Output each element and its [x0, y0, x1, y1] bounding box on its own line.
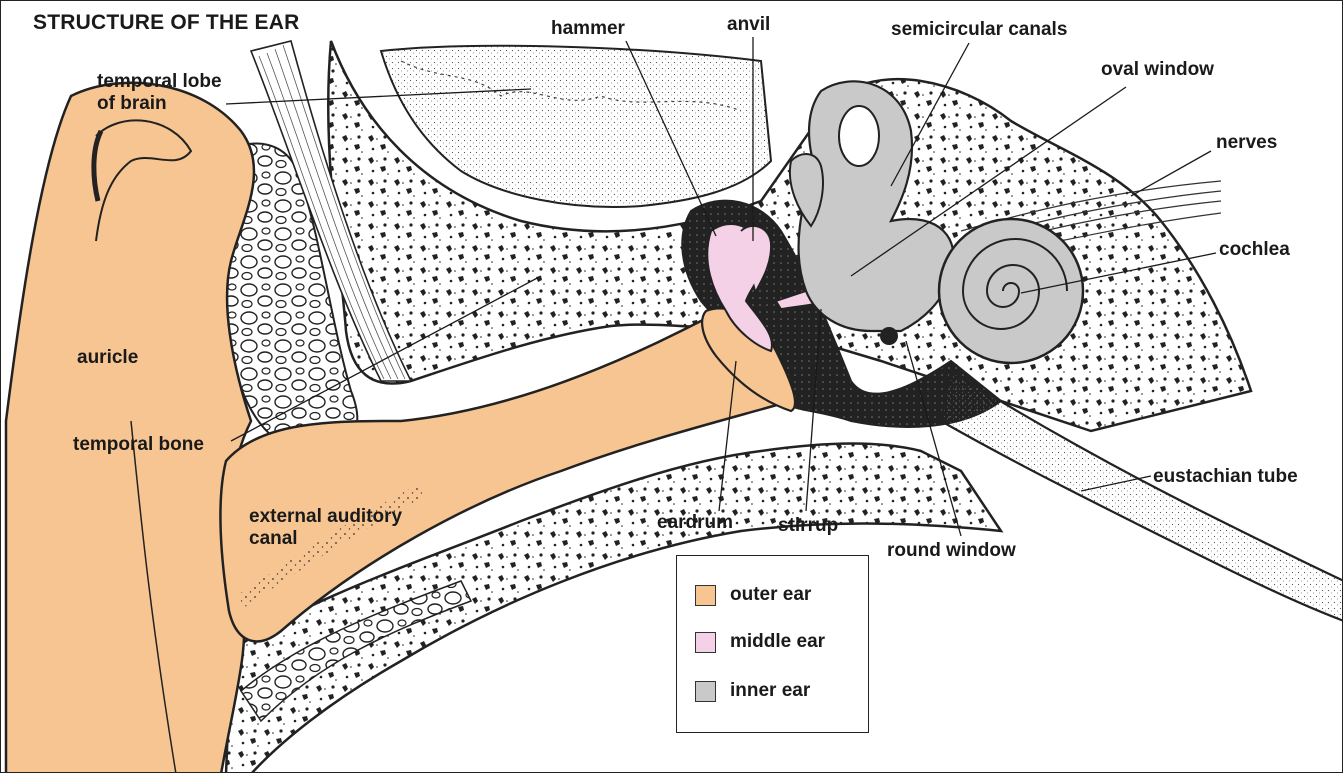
diagram-title: STRUCTURE OF THE EAR: [33, 11, 300, 34]
legend-label-middle-ear: middle ear: [730, 631, 826, 652]
label-eardrum: eardrum: [657, 512, 734, 533]
legend-swatch-middle-ear: [695, 631, 716, 653]
label-anvil: anvil: [727, 14, 771, 35]
legend: outer ear middle ear inner ear: [676, 555, 869, 733]
label-round-window: round window: [887, 540, 1016, 561]
legend-item-inner-ear: inner ear: [695, 679, 810, 703]
legend-label-inner-ear: inner ear: [730, 680, 811, 701]
legend-label-outer-ear: outer ear: [730, 584, 812, 605]
label-auricle: auricle: [77, 347, 139, 368]
label-eustachian-tube: eustachian tube: [1153, 466, 1298, 487]
legend-item-outer-ear: outer ear: [695, 583, 811, 607]
label-stirrup: stirrup: [778, 515, 839, 536]
label-external-auditory-canal: external auditory canal: [249, 506, 403, 549]
label-nerves: nerves: [1216, 132, 1278, 153]
label-semicircular-canals: semicircular canals: [891, 19, 1068, 40]
label-hammer: hammer: [551, 18, 625, 39]
label-cochlea: cochlea: [1219, 239, 1290, 260]
legend-swatch-outer-ear: [695, 584, 716, 606]
legend-swatch-inner-ear: [695, 680, 716, 702]
legend-item-middle-ear: middle ear: [695, 630, 825, 654]
label-temporal-bone: temporal bone: [73, 434, 204, 455]
label-oval-window: oval window: [1101, 59, 1214, 80]
label-temporal-lobe: temporal lobe of brain: [97, 71, 222, 114]
